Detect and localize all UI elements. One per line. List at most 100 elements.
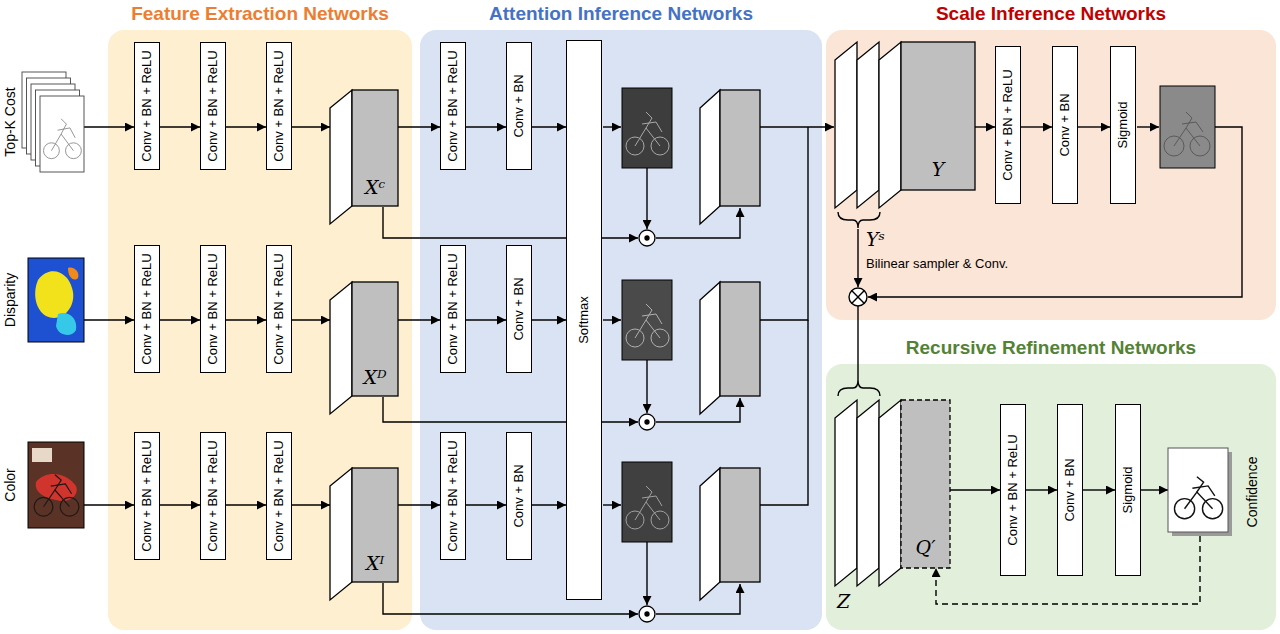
layer-box: Conv + BN + ReLU — [200, 432, 226, 560]
layer-box: Sigmoid — [1115, 404, 1141, 576]
layer-box: Sigmoid — [1110, 46, 1136, 204]
wire — [646, 542, 647, 605]
layer-box: Conv + BN + ReLU — [266, 432, 292, 560]
attention-map — [622, 462, 672, 542]
text-holder: Conv + BN — [511, 464, 527, 527]
feature-map — [720, 468, 760, 582]
band-title: Attention Inference Networks — [420, 3, 822, 26]
layer-label: Conv + BN + ReLU — [271, 50, 287, 161]
text-holder: Xᴰ — [363, 366, 386, 389]
flow-arrow — [466, 319, 506, 320]
feature-map — [700, 282, 720, 414]
layer-box: Conv + BN — [506, 432, 532, 560]
feature-stack: Y — [835, 42, 975, 208]
layer-label: Conv + BN + ReLU — [271, 253, 287, 364]
wire — [857, 229, 858, 287]
text-holder: Recursive Refinement Networks — [826, 337, 1276, 360]
network-band: Recursive Refinement NetworksQ′ZConv + B… — [826, 364, 1276, 630]
layer-label: Conv + BN + ReLU — [1005, 434, 1021, 545]
layer-label: Conv + BN — [511, 464, 527, 527]
flow-arrow — [226, 126, 266, 127]
text-holder: Top-K Cost — [2, 87, 19, 156]
slab-face — [857, 400, 879, 586]
layer-box: Conv + BN + ReLU — [266, 42, 292, 170]
flow-arrow — [936, 536, 1200, 604]
feature-map — [720, 282, 760, 396]
flow-arrow — [1026, 489, 1057, 490]
feature-map: Xᴵ — [330, 468, 398, 600]
disparity-image — [68, 268, 78, 280]
feature-map — [720, 90, 760, 206]
text-holder: Conv + BN — [1062, 458, 1078, 521]
map-label: Q′ — [916, 536, 936, 559]
feature-map — [700, 90, 760, 600]
scale-map — [1164, 136, 1184, 156]
slab-front — [901, 42, 975, 190]
picture-motif — [1197, 477, 1204, 492]
layer-box: Conv + BN — [506, 42, 532, 170]
wire — [646, 360, 647, 413]
output-map: Confidence — [1168, 448, 1232, 536]
picture-motif — [1192, 486, 1214, 496]
wire — [868, 127, 1242, 297]
layer-box: Conv + BN + ReLU — [200, 245, 226, 373]
text-holder: Xᶜ — [365, 176, 385, 199]
layer-label: Sigmoid — [1120, 467, 1136, 514]
wire — [603, 319, 621, 320]
map-label: Y — [932, 158, 945, 181]
feature-map: Xᴰ — [330, 282, 398, 414]
slab-face — [835, 42, 857, 208]
flow-arrow — [160, 126, 200, 127]
feature-map: Xᶜ — [330, 90, 398, 224]
attention-map — [626, 112, 669, 155]
wire — [1137, 126, 1159, 127]
wire — [760, 126, 834, 127]
flow-arrow — [1083, 489, 1115, 490]
attention-map — [651, 137, 669, 155]
map-label: Z — [837, 590, 850, 613]
text-holder: Feature Extraction Networks — [108, 3, 412, 26]
band-title: Feature Extraction Networks — [108, 3, 412, 26]
wire — [656, 398, 740, 422]
layer-box: Conv + BN — [1057, 404, 1083, 576]
node-drawing — [28, 442, 84, 528]
input-image: Top-K Cost — [22, 72, 84, 172]
layer-label: Conv + BN + ReLU — [445, 440, 461, 551]
slab-face — [879, 42, 901, 208]
layer-box: Conv + BN + ReLU — [1000, 404, 1026, 576]
layer-label: Conv + BN + ReLU — [445, 253, 461, 364]
wire — [857, 306, 858, 380]
slab-face — [835, 400, 857, 586]
layer-label: Conv + BN + ReLU — [205, 253, 221, 364]
attention-map — [635, 112, 662, 146]
picture-motif — [44, 490, 70, 507]
attention-map — [626, 511, 644, 529]
picture-motif — [51, 484, 72, 494]
multiply-symbol — [849, 288, 867, 306]
flow-arrow — [226, 319, 266, 320]
flow-arrow — [1078, 126, 1110, 127]
text-holder: Conv + BN + ReLU — [205, 50, 221, 161]
network-band: Feature Extraction NetworksConv + BN + R… — [108, 30, 412, 630]
flow-arrow — [398, 504, 440, 505]
wire — [838, 380, 880, 396]
product-symbol — [645, 612, 649, 616]
layer-box: Conv + BN + ReLU — [440, 42, 466, 170]
flow-arrow — [226, 504, 266, 505]
text-holder: Conv + BN — [511, 74, 527, 137]
flow-arrow — [1021, 126, 1052, 127]
attention-map — [626, 137, 644, 155]
wire — [838, 212, 880, 228]
text-holder: Attention Inference Networks — [420, 3, 822, 26]
product-symbol — [639, 230, 655, 622]
flow-arrow — [292, 126, 330, 127]
scale-map — [1164, 112, 1210, 156]
wire — [383, 207, 638, 238]
text-holder: Yˢ — [866, 228, 885, 251]
slab-front — [352, 282, 398, 396]
attention-map — [622, 280, 672, 360]
slab-front — [352, 90, 398, 206]
flow-arrow — [398, 319, 440, 320]
